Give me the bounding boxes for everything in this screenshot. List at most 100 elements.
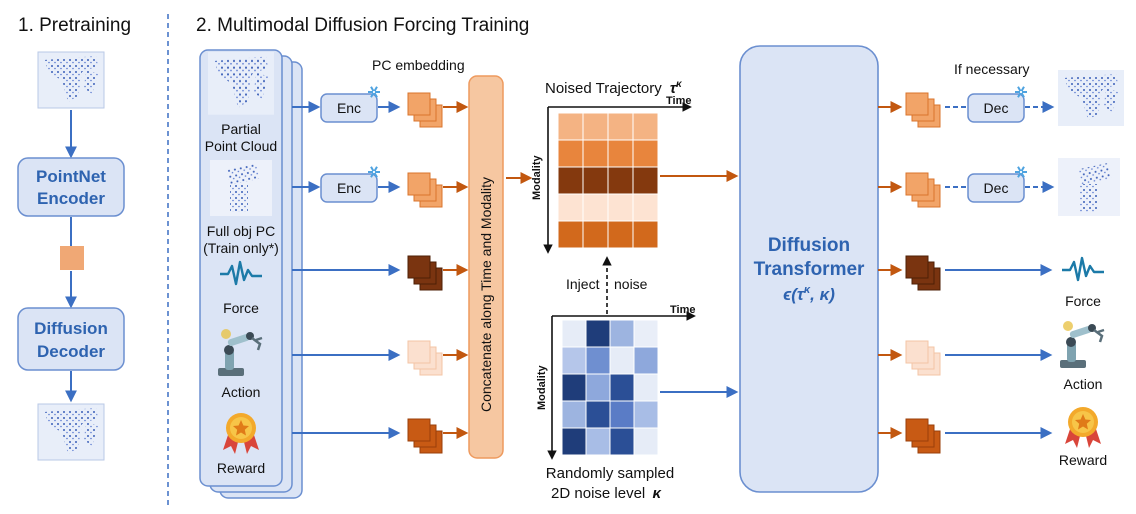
noise-cell [609,319,635,348]
output-partial-pc-token-stack [905,92,941,128]
pc-embedding-label: PC embedding [372,57,465,73]
traj-cell [607,166,634,195]
output-reward-token-stack [905,418,941,454]
diffusion-decoder-line2: Decoder [37,342,105,361]
output-force-wave-icon [1060,256,1106,282]
pretrain-output-point-cloud-icon [37,403,105,461]
noise-label: noise [614,276,648,292]
traj-cell [607,193,634,222]
full-pc-label-line1: Full obj PC [207,223,275,239]
partial-pc-encoder: Enc [320,93,378,123]
inject-label: Inject [566,276,600,292]
partial-dec-label: Dec [984,100,1009,116]
input-action-token-stack [407,340,443,376]
traj-cell [632,112,659,141]
traj-cell [557,220,584,249]
input-partial-pc-token-stack [407,92,443,128]
noise-cell [585,427,611,456]
noise-cell [585,346,611,375]
traj-cell [607,139,634,168]
training-title: 2. Multimodal Diffusion Forcing Training [196,15,529,36]
partial-pc-decoder: Dec [967,93,1025,123]
pretraining-title: 1. Pretraining [18,15,131,36]
noise-cell [561,400,587,429]
action-output-label: Action [1064,376,1103,392]
concat-label: Concatenate along Time and Modality [478,177,494,412]
pointnet-encoder-line1: PointNet [36,167,106,186]
traj-cell [607,220,634,249]
reward-output-label: Reward [1059,452,1107,468]
pretrain-input-point-cloud-icon [37,51,105,109]
noise-modality-axis-label: Modality [536,365,548,410]
noise-level-grid [561,319,659,456]
diffusion-transformer-block: Diffusion Transformer ϵ(τκ, κ) [739,45,879,493]
output-full-pc-token-stack [905,172,941,208]
noise-cell [561,373,587,402]
traj-cell [632,166,659,195]
if-necessary-label: If necessary [954,61,1029,77]
traj-cell [632,193,659,222]
traj-cell [582,112,609,141]
noise-cell [609,427,635,456]
noise-cell [633,400,659,429]
traj-modality-axis-label: Modality [531,155,543,200]
input-reward-token-stack [407,418,443,454]
decoded-full-point-cloud-icon [1058,158,1120,216]
output-robot-arm-icon [1058,319,1106,370]
partial-enc-label: Enc [337,100,361,116]
traj-cell [582,220,609,249]
full-pc-label-line2: (Train only*) [203,240,279,256]
transformer-label-line1: Diffusion [768,235,850,256]
traj-cell [557,139,584,168]
traj-cell [557,166,584,195]
noise-cell [633,319,659,348]
partial-label-line1: Partial [221,121,261,137]
noise-cell [633,427,659,456]
diffusion-decoder-block: Diffusion Decoder [17,307,125,371]
transformer-formula: ϵ(τκ, κ) [783,284,835,304]
latent-code-square [60,246,84,270]
noise-cell [561,319,587,348]
noise-cell [633,373,659,402]
traj-cell [607,112,634,141]
output-action-token-stack [905,340,941,376]
traj-cell [582,166,609,195]
traj-cell [582,193,609,222]
decoded-partial-point-cloud-icon [1058,70,1124,126]
action-input-label: Action [222,384,261,400]
full-dec-label: Dec [984,180,1009,196]
traj-cell [557,112,584,141]
noise-cell [561,346,587,375]
noised-trajectory-grid [557,112,659,249]
noise-cell [585,319,611,348]
noise-cell [609,373,635,402]
output-reward-medal-icon [1065,407,1101,448]
output-force-token-stack [905,255,941,291]
noise-caption-line1: Randomly sampled [546,465,674,482]
input-full-pc-token-stack [407,172,443,208]
force-output-label: Force [1065,293,1101,309]
traj-cell [557,193,584,222]
noise-cell [633,346,659,375]
concatenate-block: Concatenate along Time and Modality [468,75,504,459]
noise-cell [609,400,635,429]
partial-label-line2: Point Cloud [205,138,277,154]
diffusion-decoder-line1: Diffusion [34,319,108,338]
noise-cell [585,373,611,402]
traj-time-axis-label: Time [666,95,691,107]
reward-input-label: Reward [217,460,265,476]
full-pc-decoder: Dec [967,173,1025,203]
traj-cell [582,139,609,168]
noised-trajectory-title: Noised Trajectory τκ [545,79,683,97]
noise-cell [609,346,635,375]
transformer-label-line2: Transformer [754,259,865,280]
noise-caption-line2: 2D noise level κ [551,485,662,502]
partial-point-cloud-icon [208,52,274,115]
noise-cell [585,400,611,429]
full-pc-encoder: Enc [320,173,378,203]
noise-time-axis-label: Time [670,304,695,316]
full-object-point-cloud-icon [210,160,272,216]
traj-cell [632,220,659,249]
noise-cell [561,427,587,456]
input-force-token-stack [407,255,443,291]
